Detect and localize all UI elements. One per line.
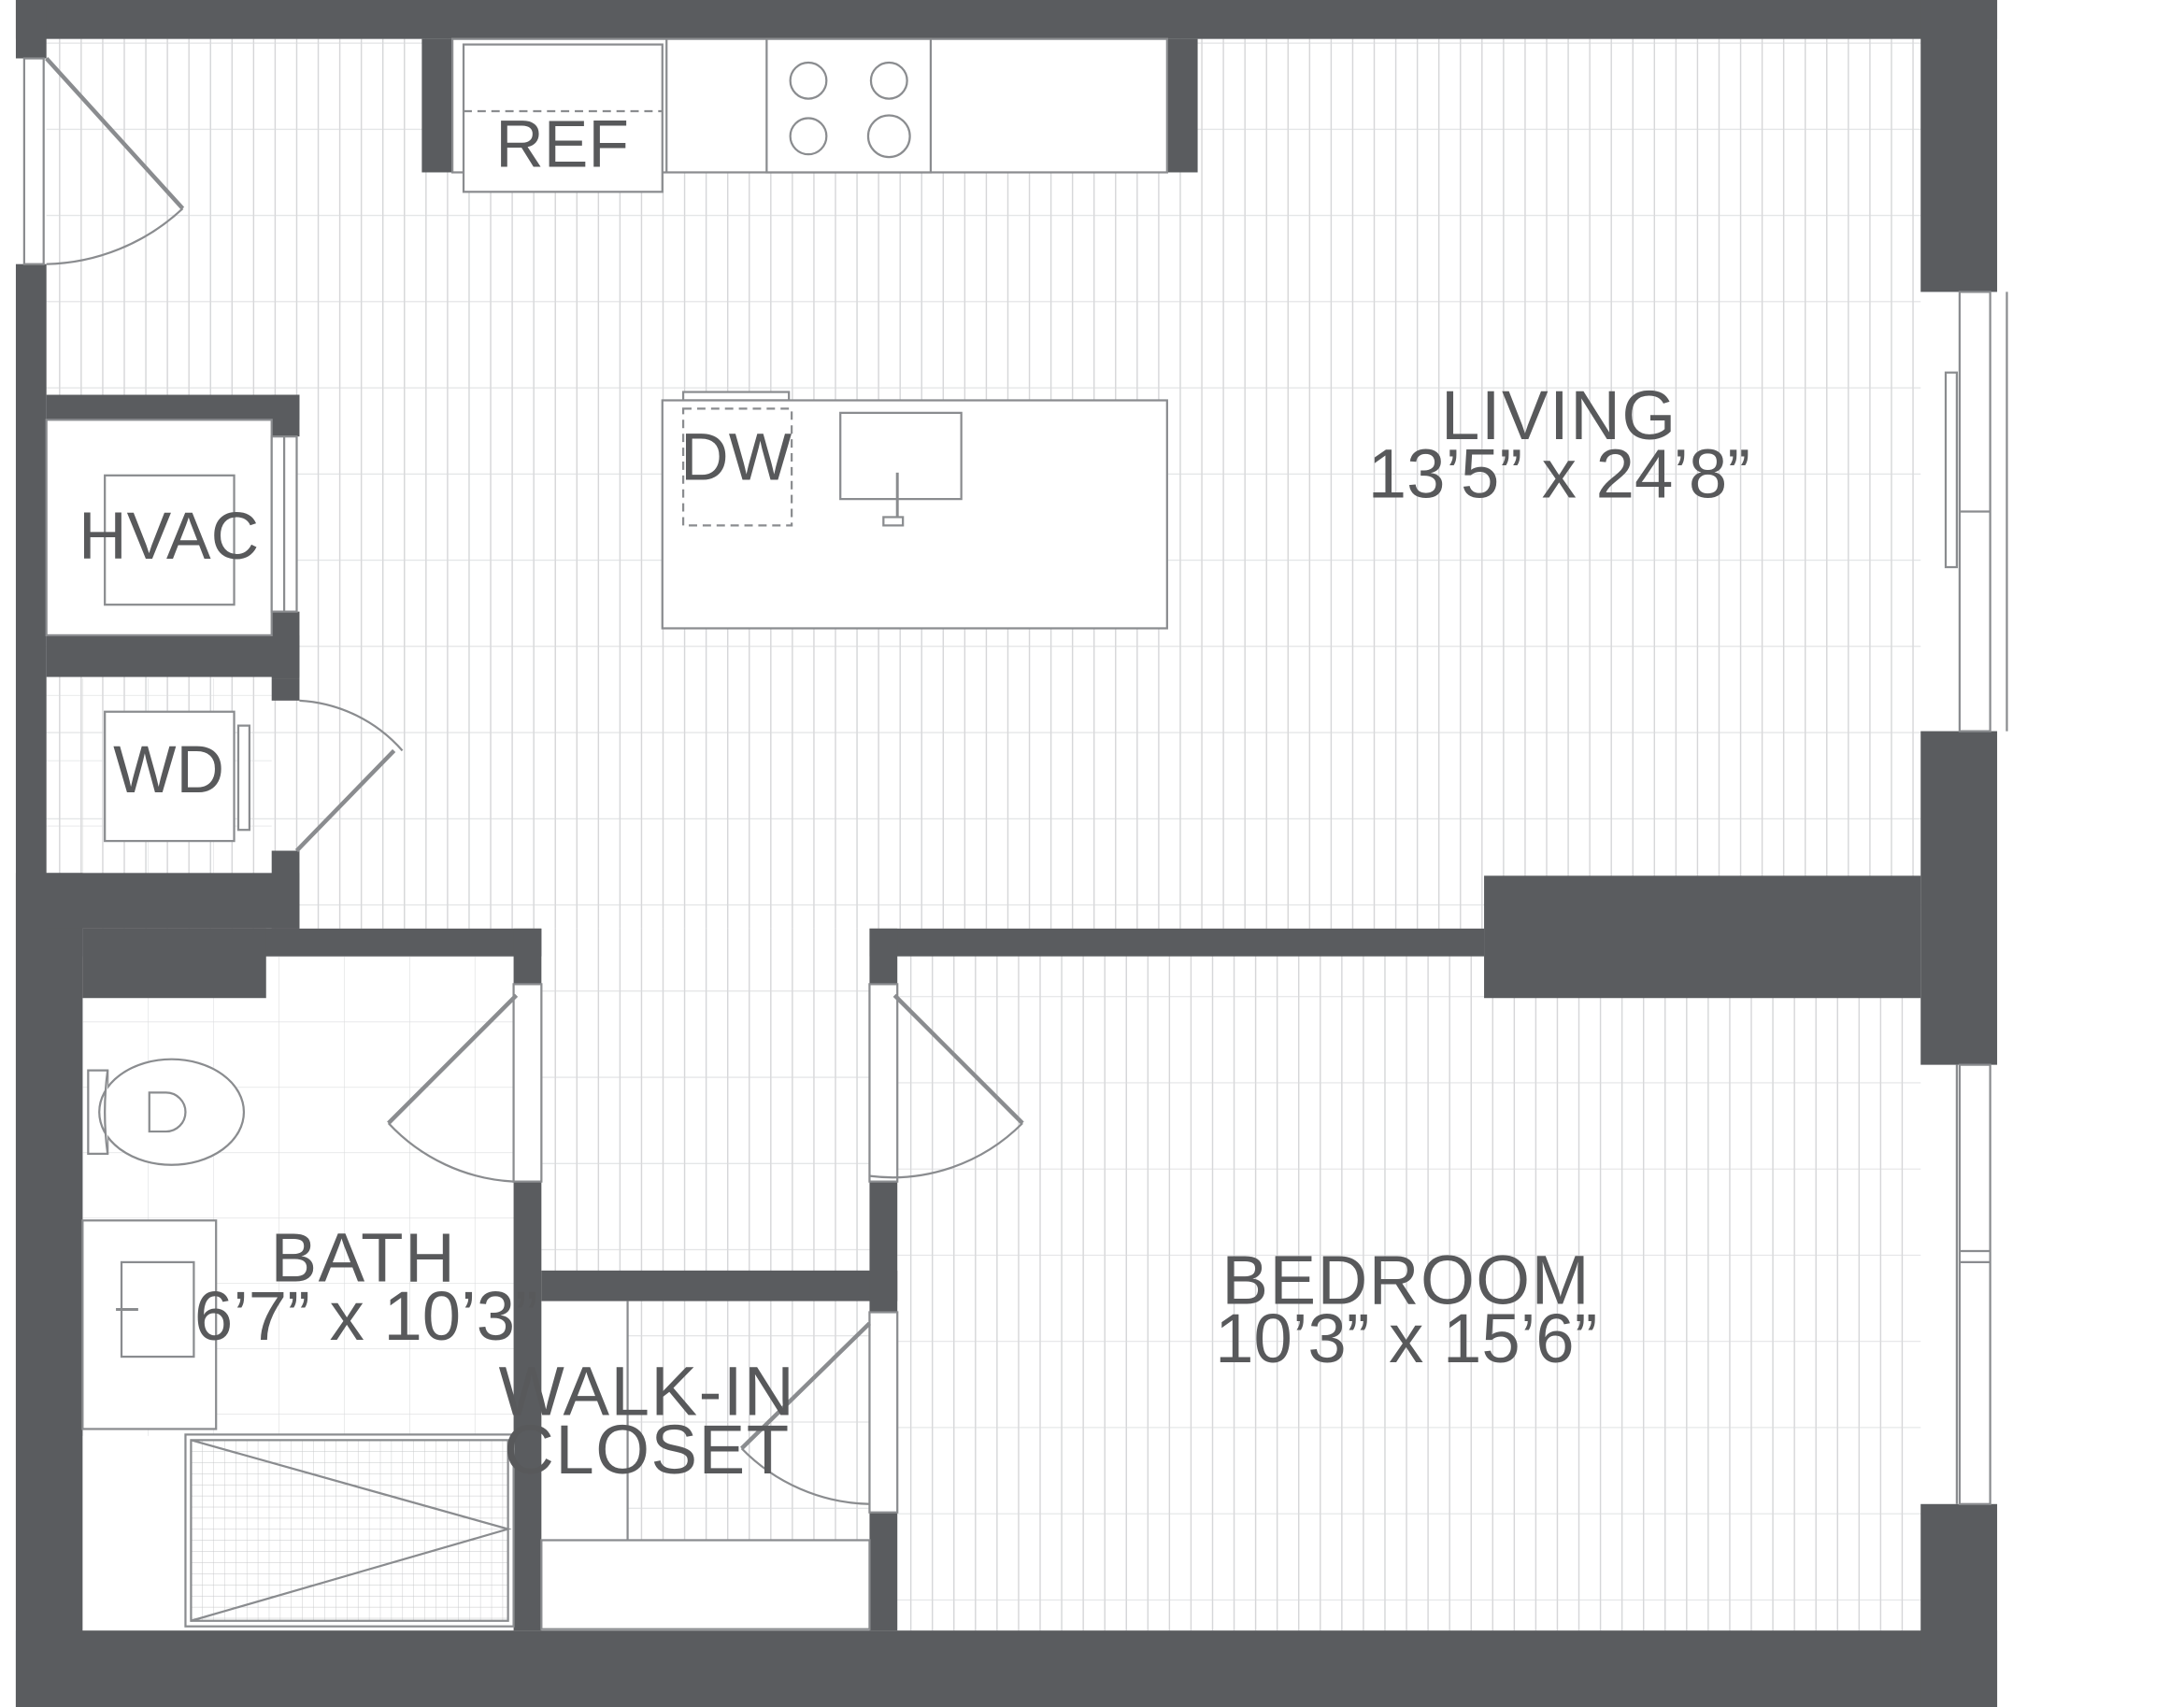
floors (46, 38, 1921, 1631)
bedroom-name: BEDROOM (1221, 1242, 1591, 1319)
cooktop (765, 37, 933, 174)
washer-dryer (104, 710, 236, 843)
sink (839, 411, 963, 501)
hvac-label: HVAC (79, 499, 259, 574)
bath-name: BATH (271, 1219, 457, 1297)
burner (869, 61, 908, 100)
living-room-dims: 13’5” x 24’8” (1368, 435, 1750, 513)
dw-label: DW (680, 420, 792, 494)
hvac-unit (104, 474, 236, 606)
interior-doors (387, 983, 1024, 1630)
bath-fixtures (81, 1058, 515, 1628)
closet-name-line2: CLOSET (504, 1411, 791, 1488)
burner (789, 117, 828, 156)
bedroom-dims: 10’3” x 15’6” (1215, 1300, 1597, 1377)
dishwasher (681, 407, 793, 527)
wd-label: WD (113, 733, 224, 807)
kitchen-counter (451, 37, 1168, 193)
ref-label: REF (495, 107, 629, 182)
closet-name-line1: WALK-IN (499, 1353, 796, 1430)
refrigerator (462, 43, 664, 193)
labels: REF DW HVAC WD LIVING 13’5” x 24’8” BEDR… (79, 107, 1750, 1489)
bedroom-window (1958, 1063, 1991, 1505)
kitchen-island (661, 391, 1168, 630)
burner (866, 114, 911, 159)
burner (789, 61, 828, 100)
hvac-closet (45, 419, 298, 637)
bath-dims: 6’7” x 10’3” (194, 1277, 538, 1355)
living-room-name: LIVING (1441, 377, 1677, 454)
entry-door (22, 56, 185, 265)
bedroom-floor (897, 956, 1921, 1631)
laundry-closet (104, 699, 404, 853)
hall-floor (541, 928, 870, 1276)
windows (1944, 291, 2008, 1505)
walls (15, 0, 1998, 1707)
